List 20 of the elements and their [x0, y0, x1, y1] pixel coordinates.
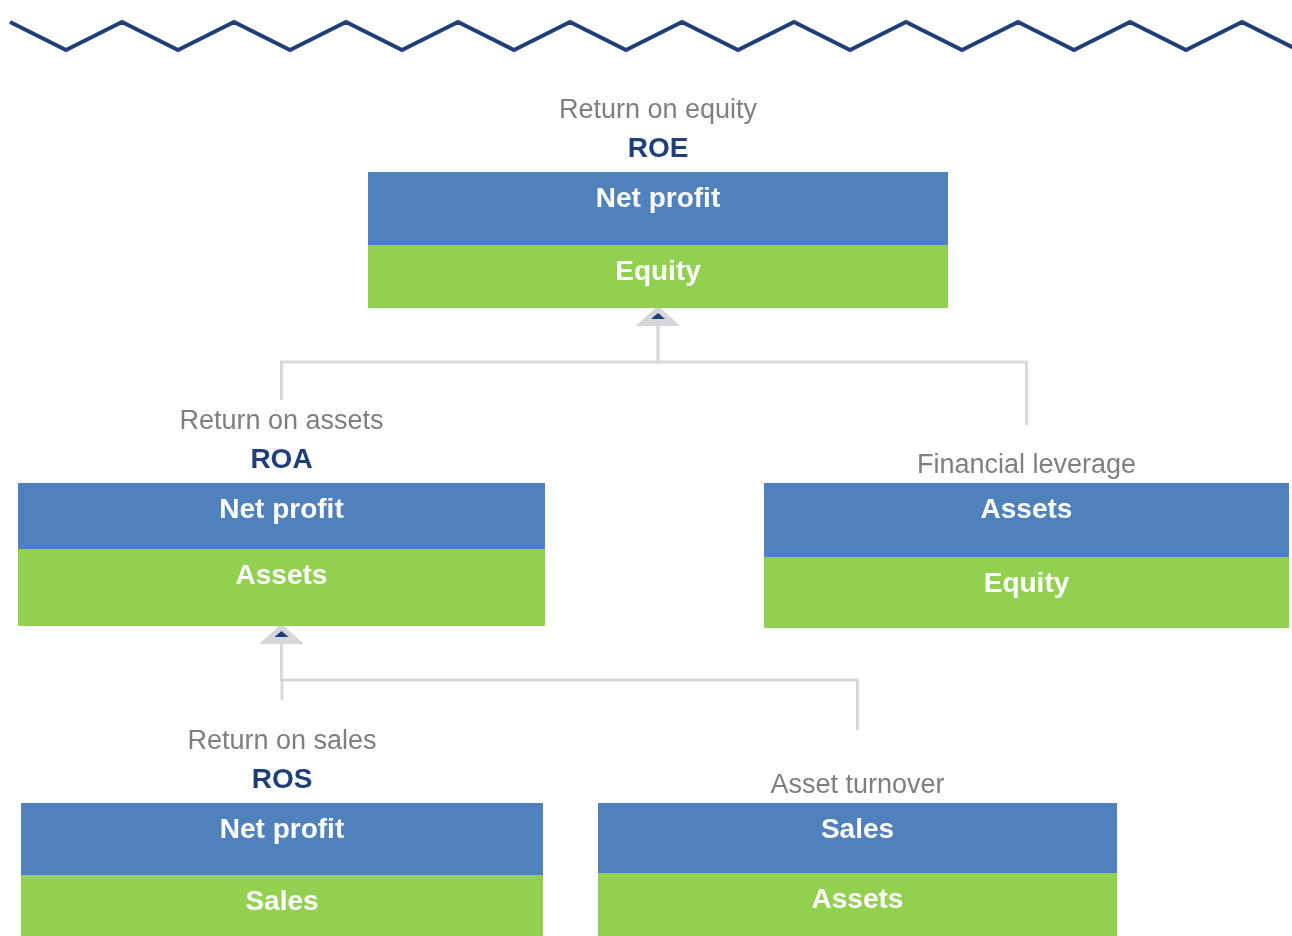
ratio-name: Asset turnover	[770, 768, 945, 801]
numerator-bar: Net profit	[368, 172, 948, 245]
denominator-bar: Equity	[368, 245, 948, 308]
connector-line	[636, 306, 1028, 425]
connector-line	[259, 624, 859, 730]
ratio-abbreviation: ROE	[627, 131, 689, 165]
numerator-bar: Net profit	[18, 483, 545, 549]
numerator-bar: Assets	[764, 483, 1289, 557]
denominator-bar: Assets	[18, 549, 545, 626]
denominator-bar: Sales	[21, 875, 543, 936]
ratio-abbreviation: ROS	[251, 762, 313, 796]
ratio-name: Return on sales	[187, 724, 377, 757]
denominator-bar: Equity	[764, 557, 1289, 628]
ratio-name: Return on equity	[558, 93, 758, 126]
ratio-name: Return on assets	[179, 404, 384, 437]
ratio-abbreviation: ROA	[250, 442, 313, 476]
numerator-bar: Net profit	[21, 803, 543, 875]
ratio-name: Financial leverage	[916, 448, 1137, 481]
numerator-bar: Sales	[598, 803, 1117, 873]
denominator-bar: Assets	[598, 873, 1117, 936]
